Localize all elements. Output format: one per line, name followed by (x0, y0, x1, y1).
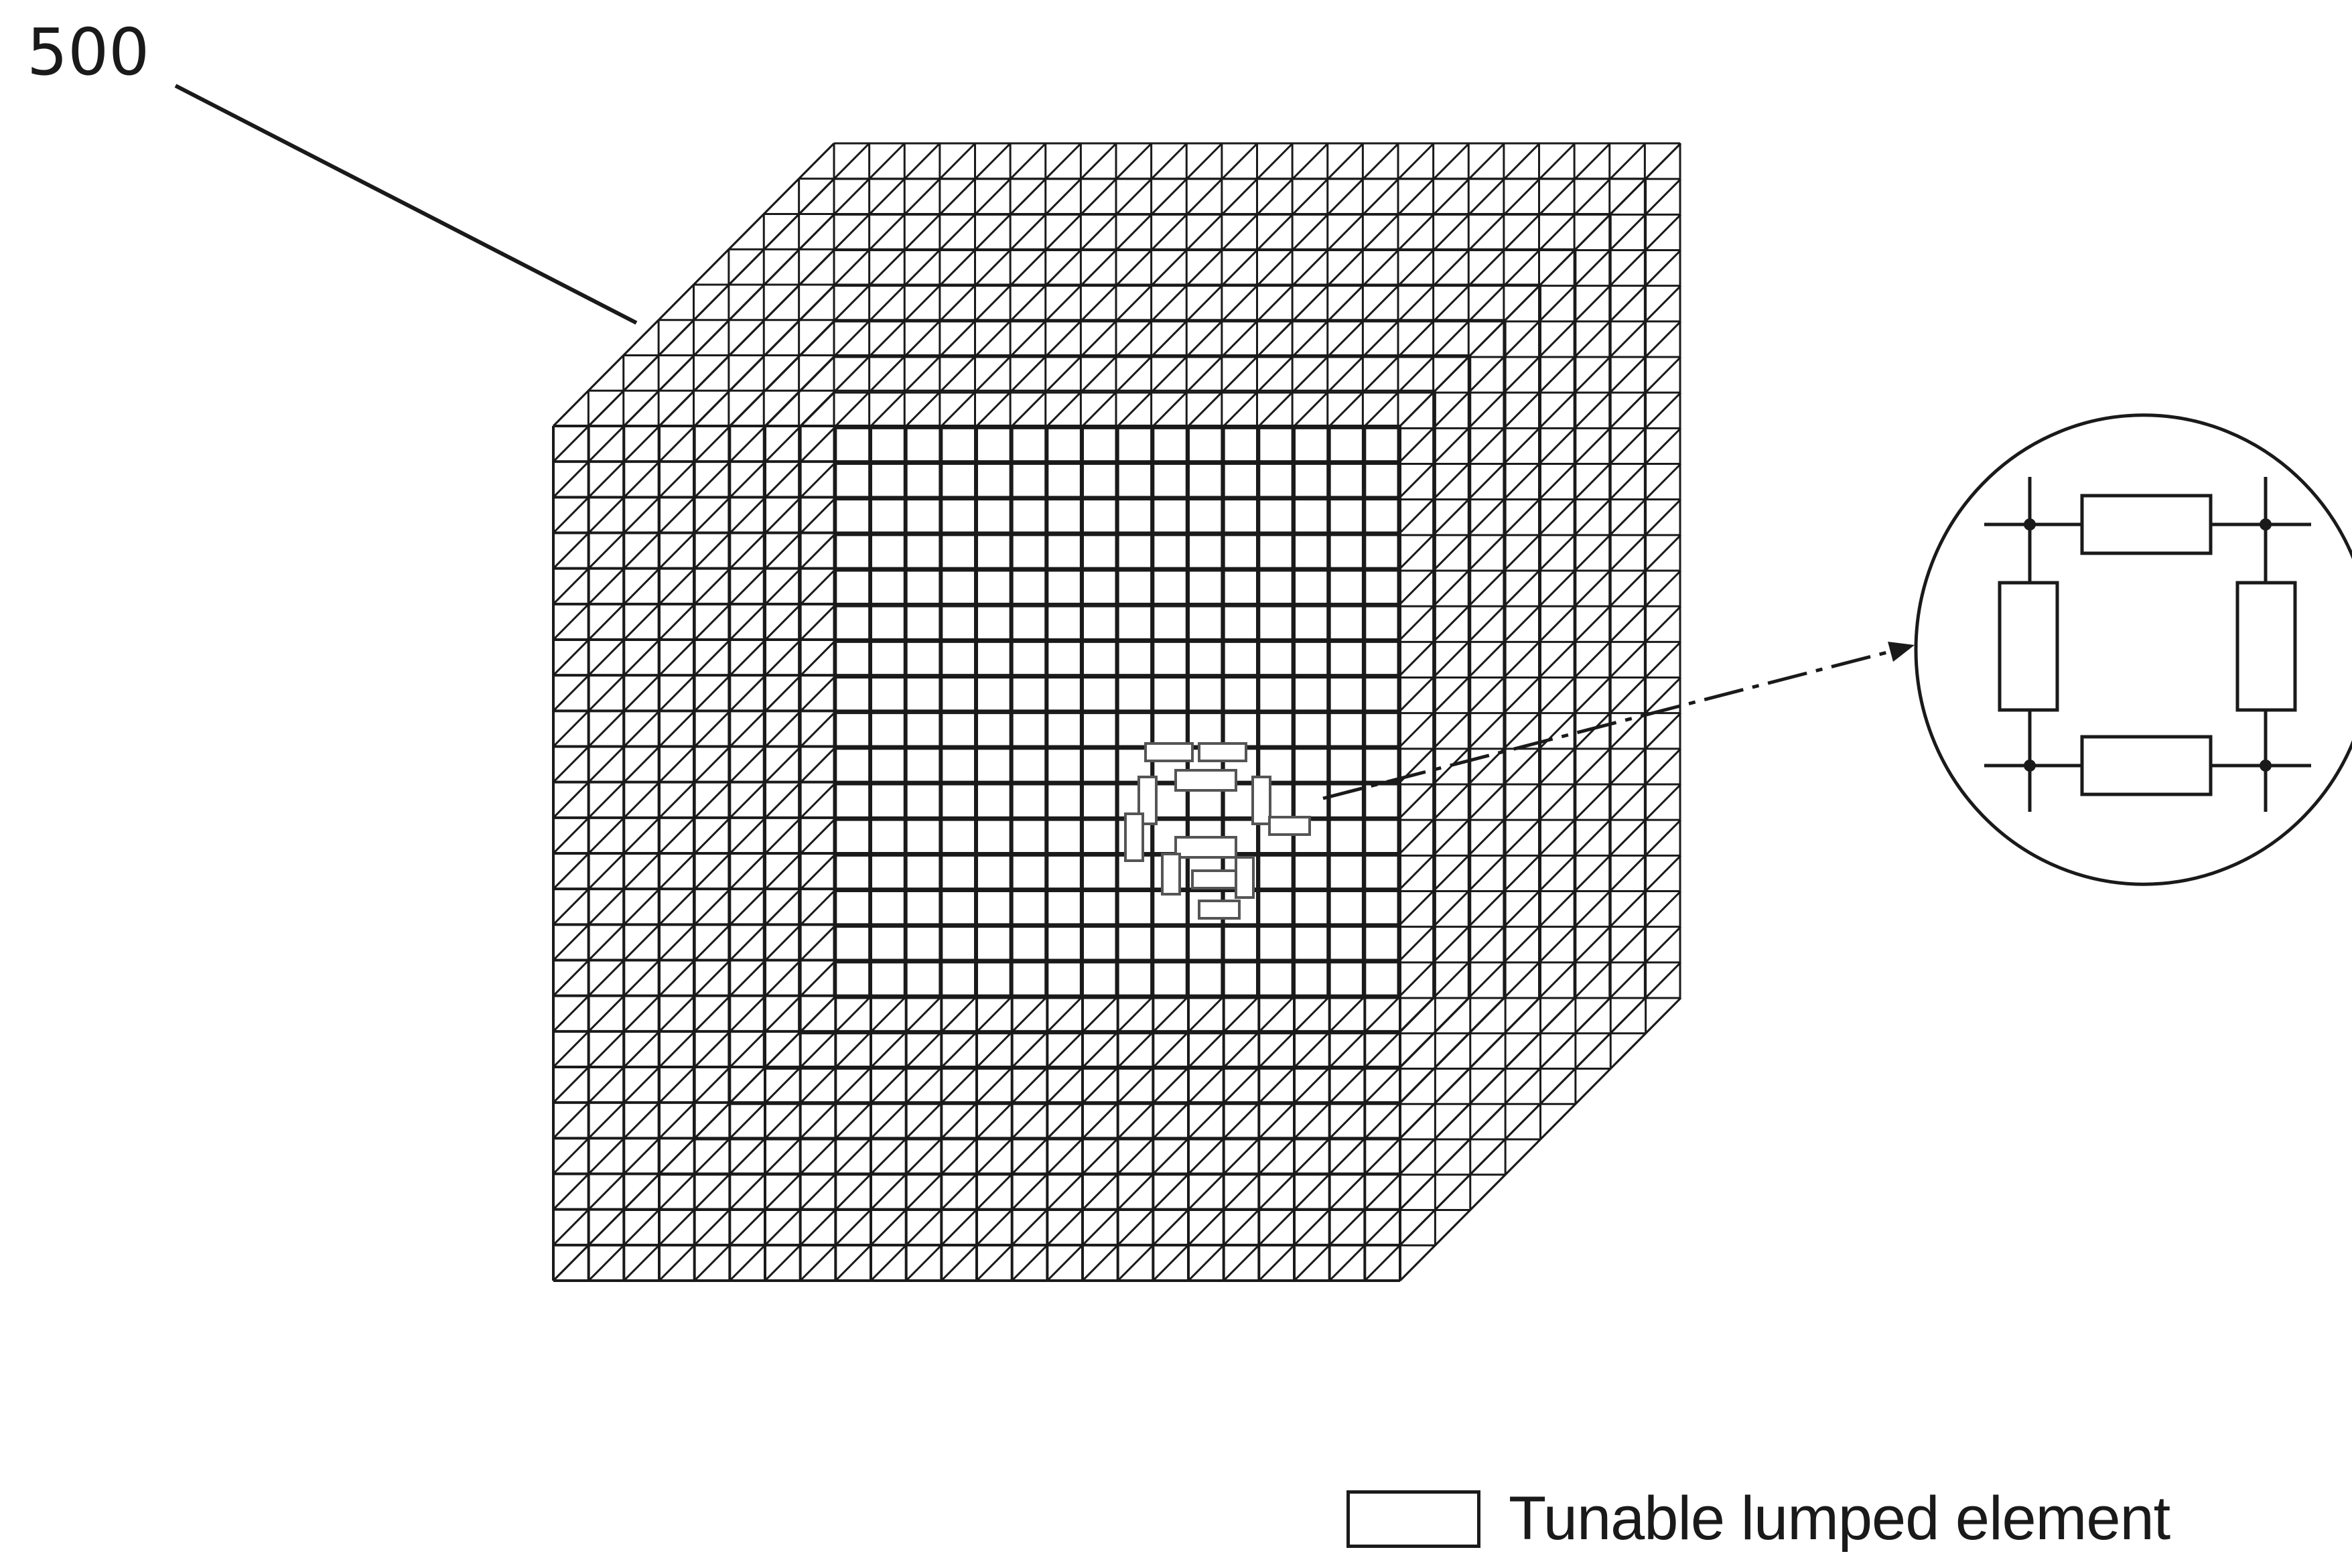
zoom-junction-dot (2260, 518, 2272, 530)
highlighted-lumped-element (1235, 856, 1255, 899)
zoom-junction-dot (2024, 760, 2036, 772)
reference-numeral: 500 (27, 15, 150, 90)
zoom-junction-dot (2260, 760, 2272, 772)
zoom-pointer-arrow (1322, 642, 1915, 800)
highlighted-lumped-element (1251, 776, 1271, 825)
highlighted-lumped-element (1174, 769, 1237, 792)
highlighted-lumped-element (1198, 742, 1247, 762)
zoom-lumped-element (2080, 735, 2213, 796)
highlighted-lumped-element (1124, 812, 1144, 862)
highlighted-lumped-element (1161, 853, 1181, 896)
reference-leader-line (174, 84, 638, 325)
zoom-junction-dot (2024, 518, 2036, 530)
zoom-lumped-element (1998, 581, 2059, 712)
legend: Tunable lumped element (1346, 1484, 2170, 1554)
lumped-element-legend-icon (1346, 1490, 1480, 1548)
cubic-lumped-element-lattice (552, 142, 1682, 1282)
highlighted-lumped-element (1191, 869, 1241, 889)
highlighted-unit-cell (1124, 742, 1311, 920)
zoom-lumped-element (2080, 494, 2213, 555)
highlighted-lumped-element (1198, 900, 1241, 920)
highlighted-lumped-element (1268, 816, 1311, 836)
zoom-detail-circle (1914, 413, 2352, 886)
highlighted-lumped-element (1174, 836, 1237, 859)
zoom-lumped-element (2235, 581, 2297, 712)
legend-label: Tunable lumped element (1509, 1484, 2170, 1553)
highlighted-lumped-element (1144, 742, 1194, 762)
